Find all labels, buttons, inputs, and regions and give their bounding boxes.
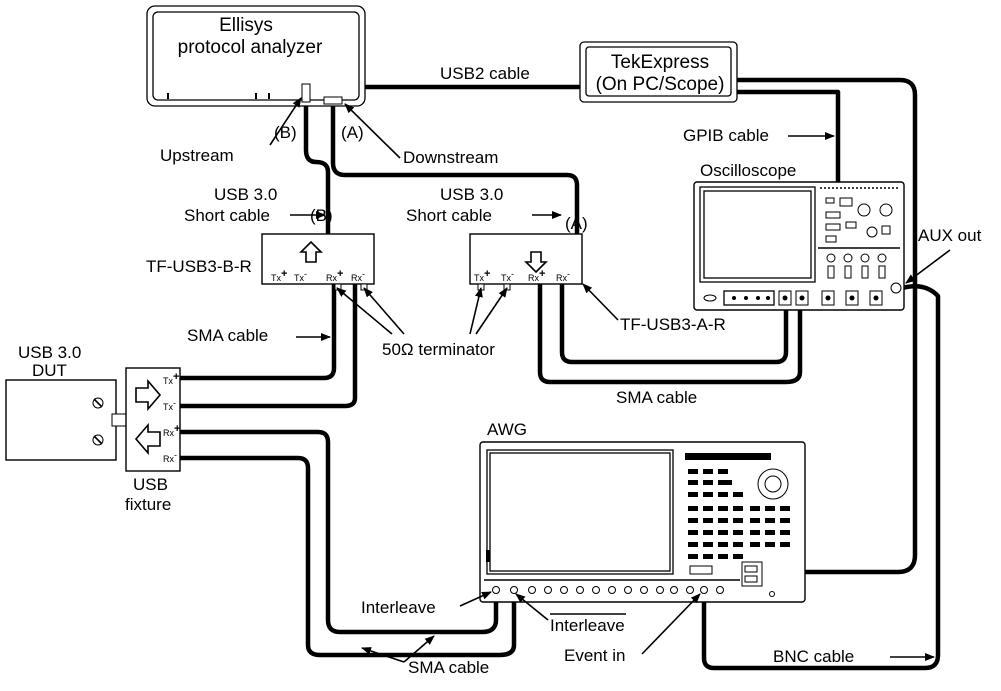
upstream-label: Upstream xyxy=(160,146,234,165)
fixture-tx-plus: Tx+ xyxy=(163,371,179,386)
port-b-left-label: (B) xyxy=(310,206,333,225)
downstream-port xyxy=(323,96,343,105)
sma-rx-plus-cable xyxy=(559,280,789,365)
sma-cable-bottom-label: SMA cable xyxy=(408,658,489,677)
tfb-rx-minus: Rx- xyxy=(351,269,365,283)
downstream-label: Downstream xyxy=(403,148,498,167)
pointer-arrows xyxy=(269,97,951,663)
bnc-cable-line xyxy=(701,284,941,671)
tfa-tx-plus: Tx+ xyxy=(474,268,490,283)
aux-to-awg-cable xyxy=(733,77,918,575)
tekexpress-pc: TekExpress (On PC/Scope) xyxy=(579,41,738,103)
gpib-cable-line xyxy=(733,89,841,186)
sma-cable-left-label: SMA cable xyxy=(187,326,268,345)
sma-fixture-rx-plus-cable xyxy=(177,429,499,635)
awg-instrument xyxy=(479,441,806,603)
tf-b-label: TF-USB3-B-R xyxy=(146,257,252,276)
fixture-rx-plus: Rx+ xyxy=(163,423,180,438)
terminator-label: 50Ω terminator xyxy=(382,340,495,359)
tekexpress-title-2: (On PC/Scope) xyxy=(596,74,725,95)
upstream-port xyxy=(301,83,311,103)
bnc-cable-label: BNC cable xyxy=(773,647,854,666)
tekexpress-title-1: TekExpress xyxy=(611,52,709,73)
fixture-label-1: USB xyxy=(133,475,168,494)
fixture-rx-minus: Rx- xyxy=(163,450,177,464)
tfb-tx-minus: Tx- xyxy=(294,269,307,283)
fixture-label-2: fixture xyxy=(125,495,171,514)
tf-a-label: TF-USB3-A-R xyxy=(620,315,726,334)
oscilloscope-label: Oscilloscope xyxy=(700,161,796,180)
port-a-top-label: (A) xyxy=(341,123,364,142)
sma-fixture-rx-minus-cable xyxy=(177,455,517,658)
arrow-left-icon xyxy=(134,422,161,456)
awg-connectors xyxy=(492,586,724,594)
arrow-up-icon xyxy=(299,240,323,263)
tfa-rx-plus: Rx+ xyxy=(528,268,545,283)
awg-keypad xyxy=(688,469,790,597)
arrow-down-icon xyxy=(524,251,548,274)
oscilloscope xyxy=(693,181,905,311)
usb2-cable-label: USB2 cable xyxy=(440,64,530,83)
tf-usb3-b-r-fixture: Tx+ Tx- Rx+ Rx- xyxy=(261,233,375,291)
usb30-right-label-2: Short cable xyxy=(406,206,492,225)
dut-label-1: USB 3.0 xyxy=(18,343,81,362)
usb30-left-label-1: USB 3.0 xyxy=(214,185,277,204)
sma-rx-minus-cable xyxy=(537,280,803,385)
tfa-rx-minus: Rx- xyxy=(556,269,570,283)
usb30-left-label-2: Short cable xyxy=(184,206,270,225)
interleave-bar-label: Interleave xyxy=(550,616,625,635)
tfb-rx-plus: Rx+ xyxy=(326,268,343,283)
sma-tx-plus-cable xyxy=(177,280,337,381)
upstream-short-cable xyxy=(303,101,331,237)
usb30-dut xyxy=(5,379,129,461)
aux-out-port xyxy=(890,282,902,294)
downstream-short-cable xyxy=(330,101,580,237)
sma-cable-mid-label: SMA cable xyxy=(616,388,697,407)
gpib-cable-label: GPIB cable xyxy=(683,126,769,145)
usb30-right-label-1: USB 3.0 xyxy=(440,185,503,204)
tfa-tx-minus: Tx- xyxy=(501,269,514,283)
awg-label: AWG xyxy=(487,420,527,439)
ellisys-analyzer: Ellisys protocol analyzer xyxy=(146,5,366,107)
cables xyxy=(177,77,941,671)
tf-usb3-a-r-fixture: Tx+ Tx- Rx+ Rx- xyxy=(469,233,583,291)
sma-tx-minus-cable xyxy=(177,280,358,409)
aux-out-label: AUX out xyxy=(918,226,982,245)
port-a-right-label: (A) xyxy=(565,214,588,233)
tfb-tx-plus: Tx+ xyxy=(271,268,287,283)
port-b-top-label: (B) xyxy=(274,123,297,142)
usb-fixture: Tx+ Tx- Rx+ Rx- xyxy=(125,367,181,472)
fixture-tx-minus: Tx- xyxy=(163,398,176,412)
interleave-label: Interleave xyxy=(361,598,436,617)
arrow-right-icon xyxy=(135,378,162,412)
event-in-label: Event in xyxy=(564,646,625,665)
labels: USB2 cable GPIB cable (B) (A) Upstream D… xyxy=(18,64,982,677)
analyzer-title-2: protocol analyzer xyxy=(178,37,323,58)
dut-label-2: DUT xyxy=(32,361,67,380)
analyzer-title-1: Ellisys xyxy=(219,15,273,36)
